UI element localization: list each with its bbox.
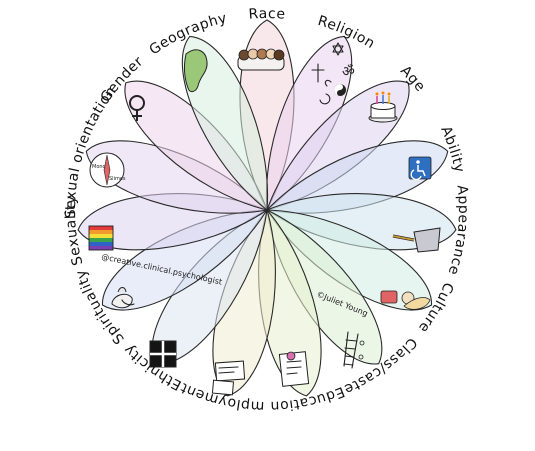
certificate-icon (278, 351, 310, 387)
accessibility-icon (408, 156, 432, 181)
compass-label-bottom: Slimes (109, 176, 126, 182)
culture-objects-icon (380, 290, 431, 310)
mirror-icon (392, 227, 441, 253)
ethnicity-flag-icon (149, 340, 177, 368)
religion-symbols-icon: ॐ (311, 42, 355, 105)
female-symbol-icon (129, 95, 145, 121)
class-ladder-icon (343, 331, 365, 369)
compass-label-top: Mono (92, 164, 106, 170)
compass-icon: Mono Slimes (89, 152, 126, 188)
pride-flag-icon (88, 225, 114, 251)
people-icon (237, 48, 285, 71)
employment-signs-icon (211, 360, 246, 396)
petal-14 (181, 35, 269, 212)
spirituality-candle-icon (111, 287, 135, 309)
birthday-cake-icon (368, 91, 398, 123)
label-race: Race (248, 6, 286, 23)
geography-map-icon (184, 49, 208, 93)
om-symbol: ॐ (342, 64, 355, 80)
